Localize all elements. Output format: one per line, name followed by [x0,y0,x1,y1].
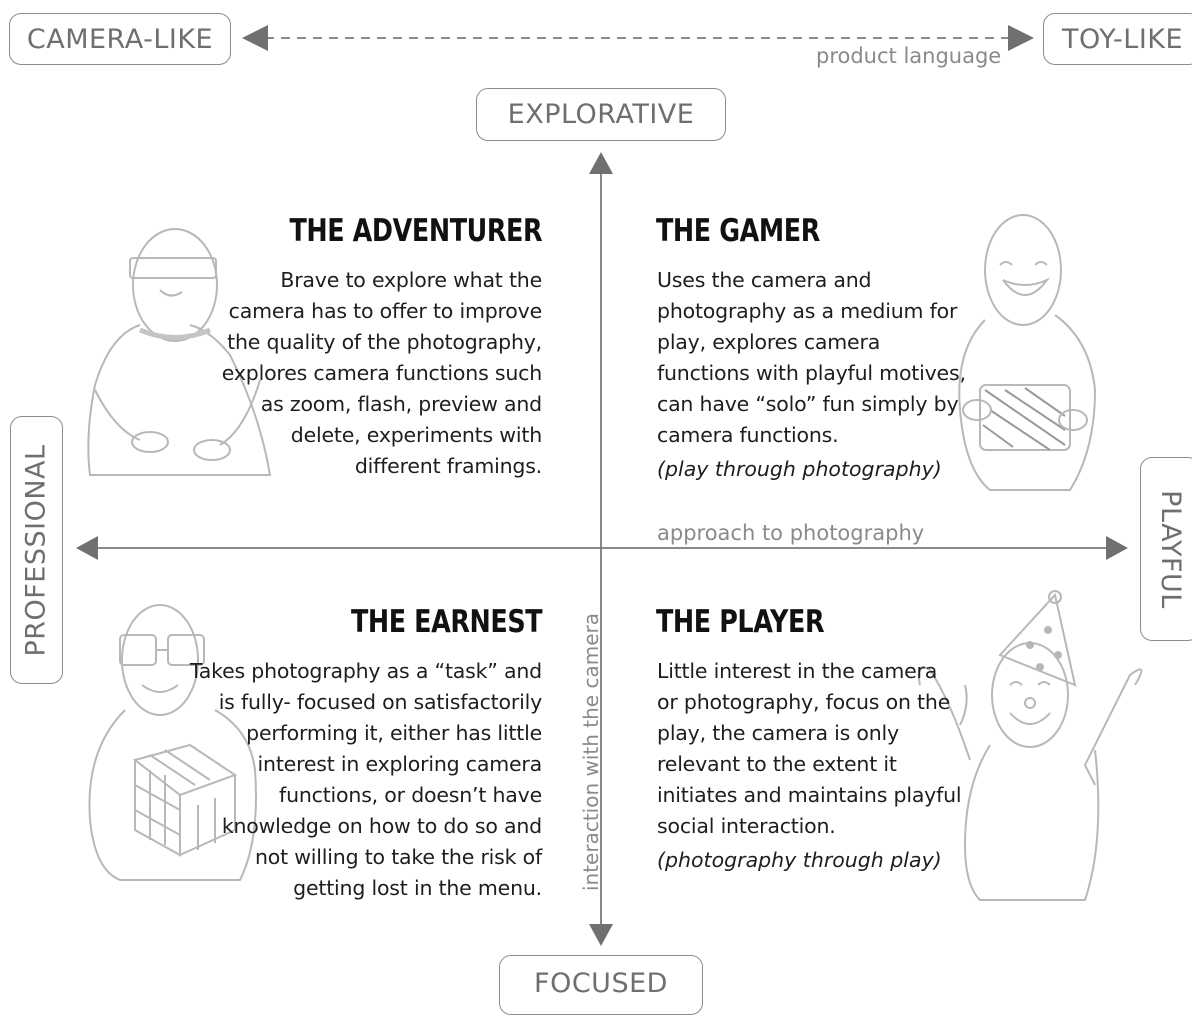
adventurer-figure-icon [80,210,280,494]
adventurer-line: Brave to explore what the [280,268,542,292]
earnest-line: performing it, either has little [246,721,542,745]
product-axis-arrow-right [1008,25,1034,51]
gamer-note: (play through photography) [657,457,942,481]
earnest-figure-icon [80,600,290,894]
player-figure-icon [890,585,1143,909]
professional-label-text: PROFESSIONAL [21,443,52,657]
player-note: (photography through play) [657,848,942,872]
player-line: social interaction. [657,814,836,838]
professional-label: PROFESSIONAL [10,416,63,684]
gamer-line: functions with playful motives, [657,361,966,385]
adventurer-line: the quality of the photography, [227,330,542,354]
earnest-title: THE EARNEST [350,604,543,640]
adventurer-line: different framings. [354,454,542,478]
earnest-line: Takes photography as a “task” and [189,659,542,683]
camera-like-label: CAMERA-LIKE [9,13,231,65]
player-line: or photography, focus on the [657,690,951,714]
player-line: initiates and maintains playful [657,783,962,807]
adventurer-description: Brave to explore what the camera has to … [222,265,542,482]
product-axis-arrow-left [242,25,268,51]
gamer-line: play, explores camera [657,330,881,354]
gamer-line: Uses the camera and [657,268,872,292]
gamer-line: camera functions. [657,423,839,447]
player-description: Little interest in the camera or photogr… [657,656,962,842]
gamer-line: photography as a medium for [657,299,958,323]
vertical-axis-arrow-down [589,924,613,946]
toy-like-label: TOY-LIKE [1043,13,1192,65]
player-line: play, the camera is only [657,721,899,745]
interaction-caption: interaction with the camera [579,613,603,892]
player-title: THE PLAYER [656,604,825,640]
earnest-line: getting lost in the menu. [293,876,542,900]
gamer-description: Uses the camera and photography as a med… [657,265,966,451]
earnest-description: Takes photography as a “task” and is ful… [190,656,542,904]
player-line: relevant to the extent it [657,752,897,776]
player-line: Little interest in the camera [657,659,938,683]
adventurer-line: delete, experiments with [290,423,542,447]
earnest-line: knowledge on how to do so and [221,814,542,838]
adventurer-line: camera has to offer to improve [228,299,543,323]
adventurer-line: as zoom, flash, preview and [260,392,542,416]
earnest-line: functions, or doesn’t have [279,783,542,807]
horizontal-axis-arrow-left [76,536,98,560]
focused-label: FOCUSED [499,955,703,1015]
vertical-axis-arrow-up [589,152,613,174]
adventurer-title: THE ADVENTURER [289,213,542,249]
gamer-title: THE GAMER [656,213,820,249]
gamer-line: can have “solo” fun simply by [657,392,959,416]
horizontal-axis-arrow-right [1106,536,1128,560]
playful-label-text: PLAYFUL [1154,489,1186,609]
product-language-caption: product language [816,44,1002,68]
approach-caption: approach to photography [657,521,925,545]
earnest-line: not willing to take the risk of [254,845,542,869]
gamer-figure-icon [945,210,1145,504]
adventurer-line: explores camera functions such [221,361,542,385]
playful-label: PLAYFUL [1140,457,1192,641]
earnest-line: interest in exploring camera [257,752,543,776]
explorative-label: EXPLORATIVE [476,88,726,141]
earnest-line: is fully- focused on satisfactorily [218,690,543,714]
